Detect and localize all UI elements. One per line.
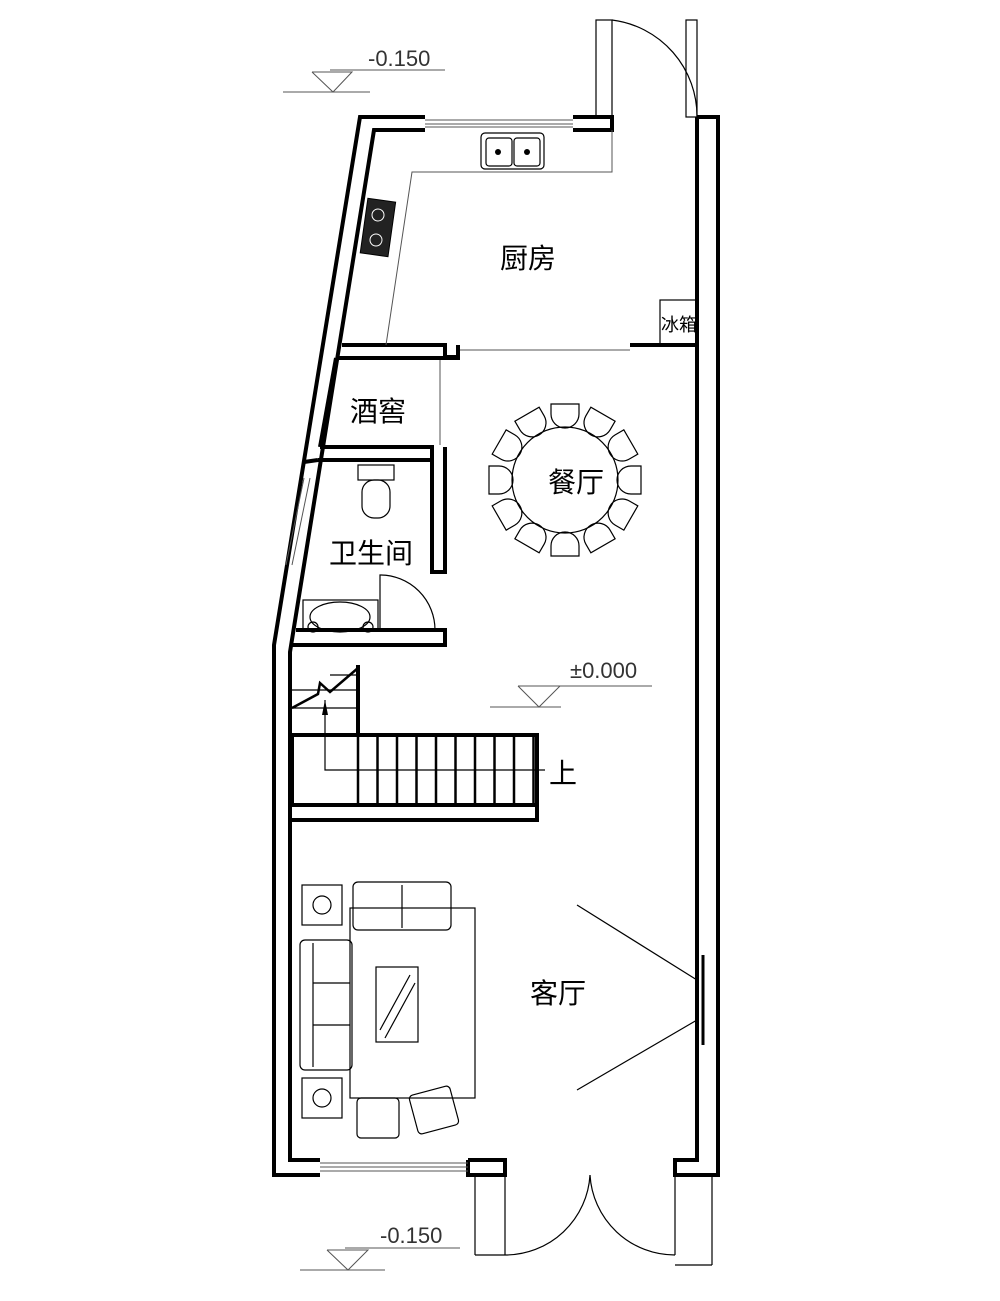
dining-label: 餐厅 xyxy=(548,466,604,499)
dining-chair xyxy=(514,522,547,554)
dining-chair xyxy=(491,498,523,531)
level-marker-top: -0.150 xyxy=(283,46,445,93)
dining-chair xyxy=(607,429,639,462)
staircase xyxy=(290,665,545,807)
wine-cellar-label: 酒窖 xyxy=(350,395,406,428)
level-marker-bottom: -0.150 xyxy=(300,1223,460,1271)
kitchen-label: 厨房 xyxy=(500,242,556,275)
living-label: 客厅 xyxy=(530,977,586,1010)
toilet-icon xyxy=(357,464,395,519)
dining-chair xyxy=(550,403,580,429)
dining-chair xyxy=(514,406,547,438)
dining-chair xyxy=(488,465,514,495)
dining-table xyxy=(488,403,642,557)
fridge-label: 冰箱 xyxy=(661,315,697,336)
dining-chair xyxy=(550,531,580,557)
doors xyxy=(379,19,713,1266)
level-marker-floor: ±0.000 xyxy=(490,658,652,708)
level-floor: ±0.000 xyxy=(570,658,637,683)
kitchen-counter xyxy=(385,130,613,346)
dining-chair xyxy=(607,498,639,531)
level-bottom: -0.150 xyxy=(380,1223,442,1248)
windows xyxy=(285,119,573,1172)
dining-chair xyxy=(491,429,523,462)
stove-icon xyxy=(359,197,397,258)
dining-chair xyxy=(583,406,616,438)
level-top: -0.150 xyxy=(368,46,430,71)
sofa-set xyxy=(299,881,476,1139)
stair-up-label: 上 xyxy=(549,757,577,790)
bathroom-label: 卫生间 xyxy=(329,537,413,570)
sink-icon xyxy=(302,599,379,633)
fridge: 冰箱 xyxy=(659,299,698,346)
dining-chair xyxy=(616,465,642,495)
dining-chair xyxy=(583,522,616,554)
